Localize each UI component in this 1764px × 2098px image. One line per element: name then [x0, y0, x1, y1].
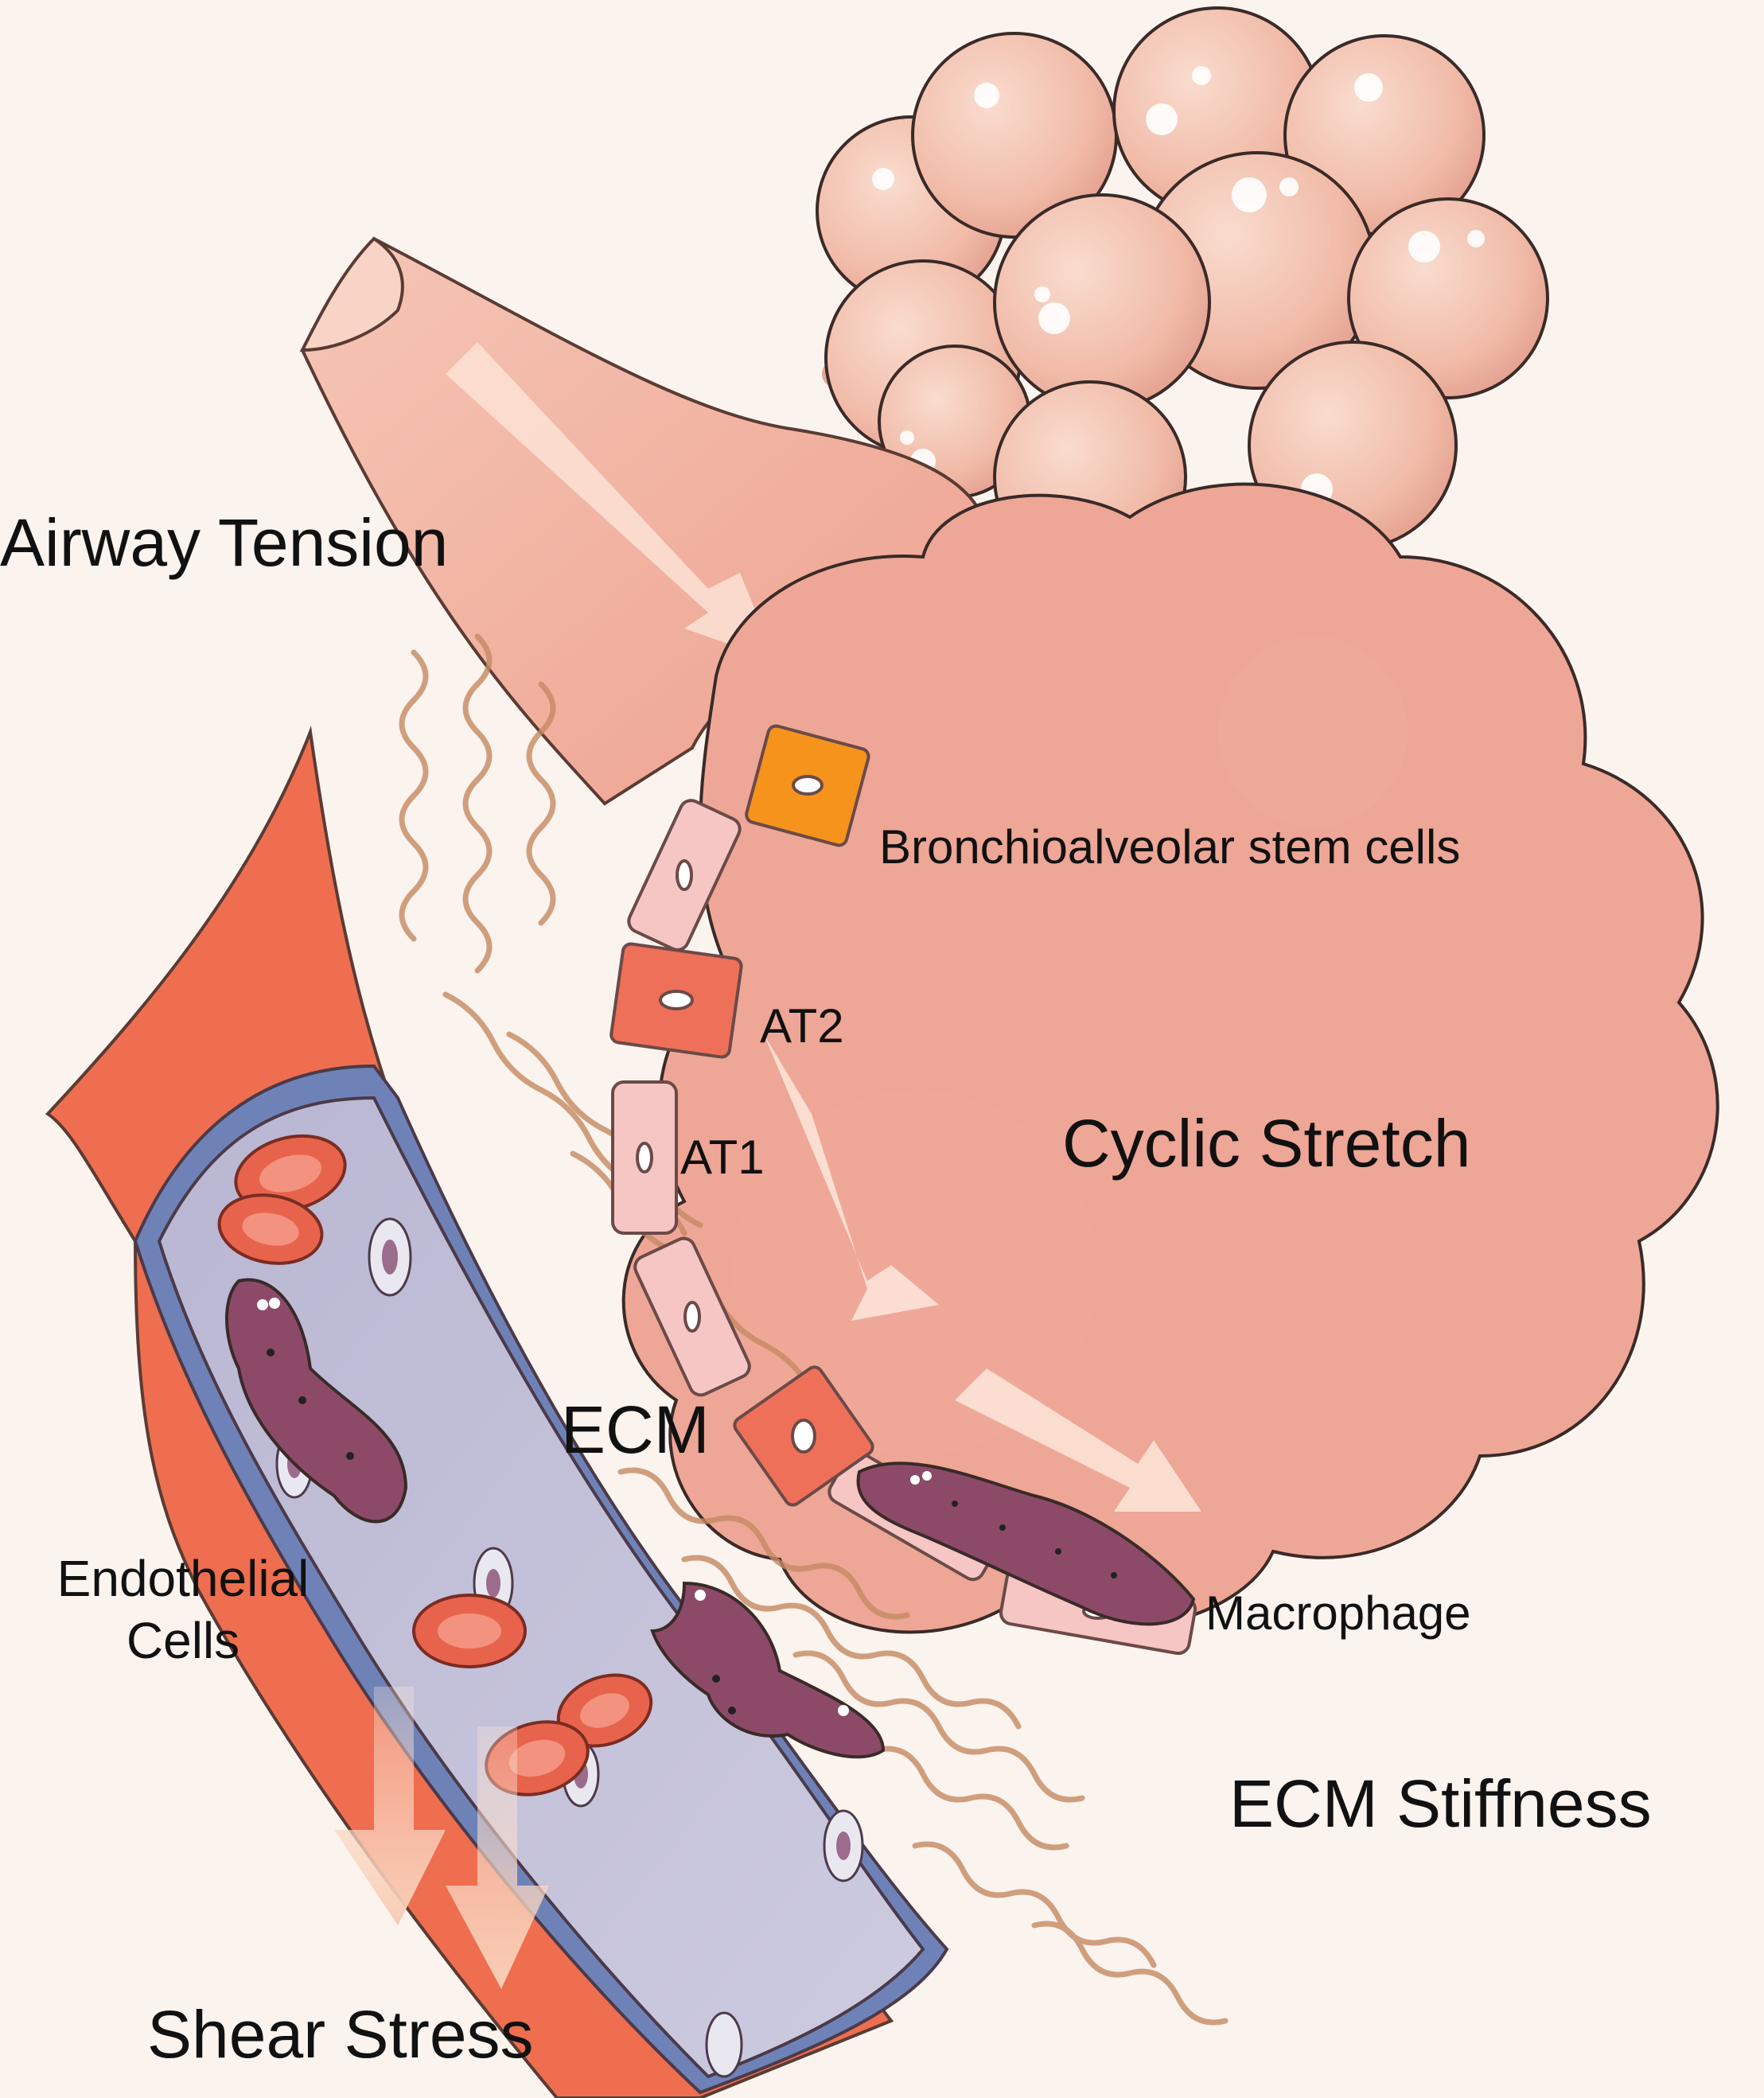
at1-cell [633, 1236, 751, 1397]
bronchioalveolar-stem-cell [745, 724, 870, 847]
at1-label: AT1 [680, 1131, 765, 1184]
bronchiole [299, 236, 981, 806]
shear-stress-arrows [334, 1687, 549, 1989]
epithelial-lining [609, 724, 1197, 1656]
macrophage-label: Macrophage [1205, 1586, 1471, 1640]
endothelial-cells-label-line1: Endothelial [56, 1550, 310, 1607]
vessel-macrophage [225, 1278, 886, 1759]
shear-stress-label: Shear Stress [147, 1997, 534, 2072]
at1-cell [627, 799, 742, 952]
endothelial-cells-label-line2: Cells [126, 1612, 240, 1670]
endothelial-cells-label: Endothelial Cells [32, 1547, 334, 1672]
at2-cell [733, 1365, 874, 1507]
ecm-stiffness-label: ECM Stiffness [1229, 1766, 1652, 1841]
blood-vessel [45, 726, 949, 2098]
alveoli-cluster [816, 6, 1549, 574]
at2-label: AT2 [760, 999, 844, 1053]
bronchioalveolar-stem-cells-label: Bronchioalveolar stem cells [879, 820, 1461, 874]
at1-cell [611, 1080, 678, 1235]
alveolar-sac [621, 482, 1719, 1634]
cyclic-stretch-label: Cyclic Stretch [1062, 1106, 1471, 1181]
ecm-label: ECM [561, 1392, 710, 1467]
at2-cell [609, 942, 743, 1059]
alveolar-macrophage [856, 1462, 1196, 1626]
airway-tension-label: Airway Tension [0, 505, 449, 580]
